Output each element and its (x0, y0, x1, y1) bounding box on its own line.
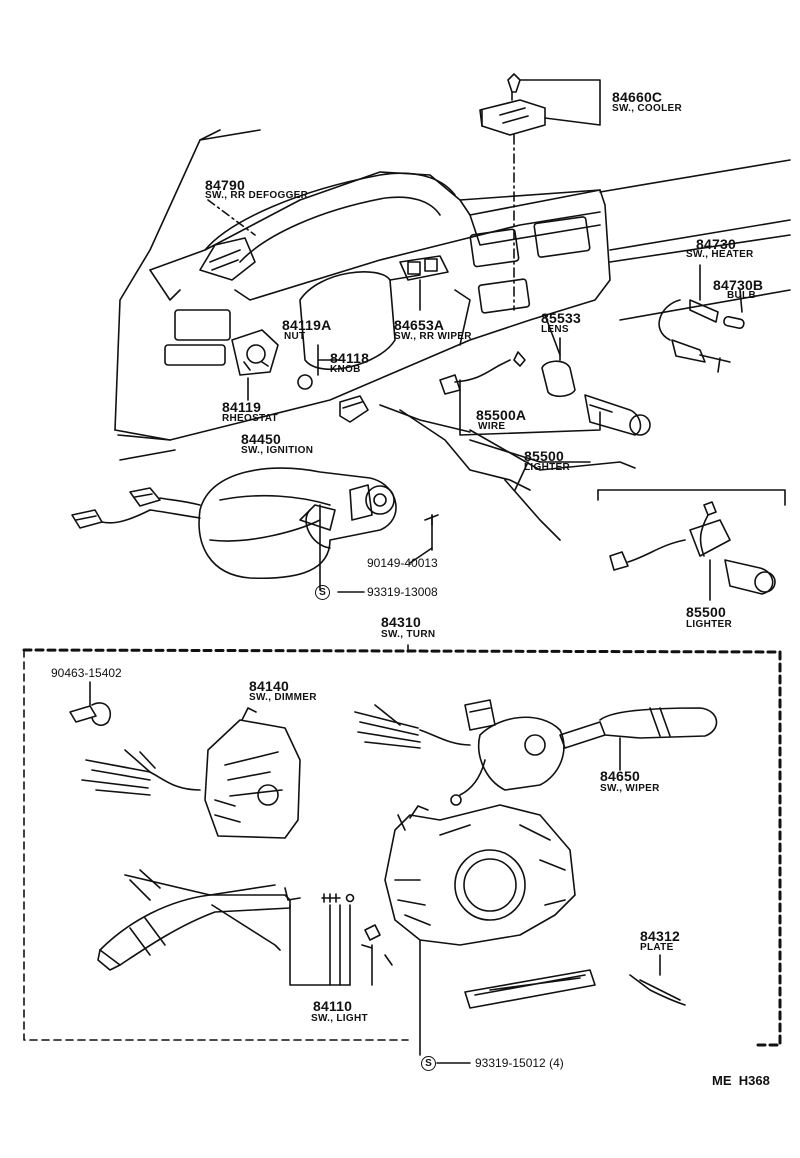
rheostat-assembly (231, 329, 369, 423)
label-84119-name: RHEOSTAT (222, 413, 278, 424)
label-84118-number: 84118 (330, 350, 370, 366)
label-84119-number: 84119 (222, 399, 262, 415)
label-84790-number: 84790 (205, 177, 245, 193)
label-85533-number: 85533 (541, 310, 581, 326)
label-90149-number: 90149-40013 (367, 556, 438, 570)
rr-wiper-switch (399, 255, 449, 311)
label-85500a-number: 85500A (476, 407, 527, 423)
label-84450-name: SW., IGNITION (241, 445, 314, 456)
instrument-panel (114, 129, 791, 541)
screw-symbol-upper: S (315, 585, 330, 600)
label-84140-number: 84140 (249, 678, 289, 694)
cigarette-lighter (439, 337, 651, 463)
wiper-switch (354, 699, 718, 806)
label-84312-number: 84312 (640, 928, 680, 944)
label-85500-name: LIGHTER (524, 462, 570, 473)
label-84730-number: 84730 (696, 236, 736, 252)
label-84119a-number: 84119A (282, 317, 332, 333)
label-84730b-number: 84730B (713, 277, 764, 293)
label-84660c-number: 84660C (612, 89, 663, 105)
label-84660c-name: SW., COOLER (612, 103, 682, 114)
label-84790-name: SW., RR DEFOGGER (205, 190, 309, 201)
plate (464, 954, 686, 1009)
label-85500-number: 85500 (524, 448, 564, 464)
ignition-switch (71, 467, 439, 591)
label-84650-name: SW., WIPER (600, 783, 660, 794)
label-85500a-name: WIRE (478, 421, 506, 432)
diagram-reference-code: ME H368 (712, 1073, 770, 1088)
label-90463-number: 90463-15402 (51, 666, 122, 680)
label-93319-13008-number: 93319-13008 (367, 585, 438, 599)
screw-symbol-lower: S (421, 1056, 436, 1071)
label-84312-name: PLATE (640, 942, 674, 953)
label-85500-lighter-name: LIGHTER (686, 619, 732, 630)
leader-lines (337, 314, 561, 1064)
label-84110-name: SW., LIGHT (311, 1013, 368, 1024)
label-84118-name: KNOB (330, 364, 361, 375)
label-84653a-name: SW., RR WIPER (394, 331, 472, 342)
label-84119a-name: NUT (284, 331, 306, 342)
dimmer-switch (81, 707, 301, 839)
turn-switch-body (384, 804, 576, 1056)
label-85500-lighter-number: 85500 (686, 604, 726, 620)
label-93319-15012-number: 93319-15012 (4) (475, 1056, 564, 1070)
turn-switch-group-frame (22, 644, 782, 1047)
label-84140-name: SW., DIMMER (249, 692, 317, 703)
label-84650-number: 84650 (600, 768, 640, 784)
label-84653a-number: 84653A (394, 317, 445, 333)
wire-clamp (69, 681, 112, 727)
cooler-switch (479, 73, 601, 311)
label-84310-number: 84310 (381, 614, 421, 630)
rr-defogger-switch (199, 199, 256, 281)
heater-switch (658, 264, 745, 373)
label-84730b-name: BULB (727, 290, 756, 301)
label-84110-number: 84110 (313, 998, 353, 1014)
label-84450-number: 84450 (241, 431, 281, 447)
lighter-detail (597, 489, 786, 601)
label-85533-name: LENS (541, 324, 569, 335)
label-84730-name: SW., HEATER (686, 249, 754, 260)
label-84310-name: SW., TURN (381, 629, 436, 640)
light-switch-lever (97, 869, 393, 986)
